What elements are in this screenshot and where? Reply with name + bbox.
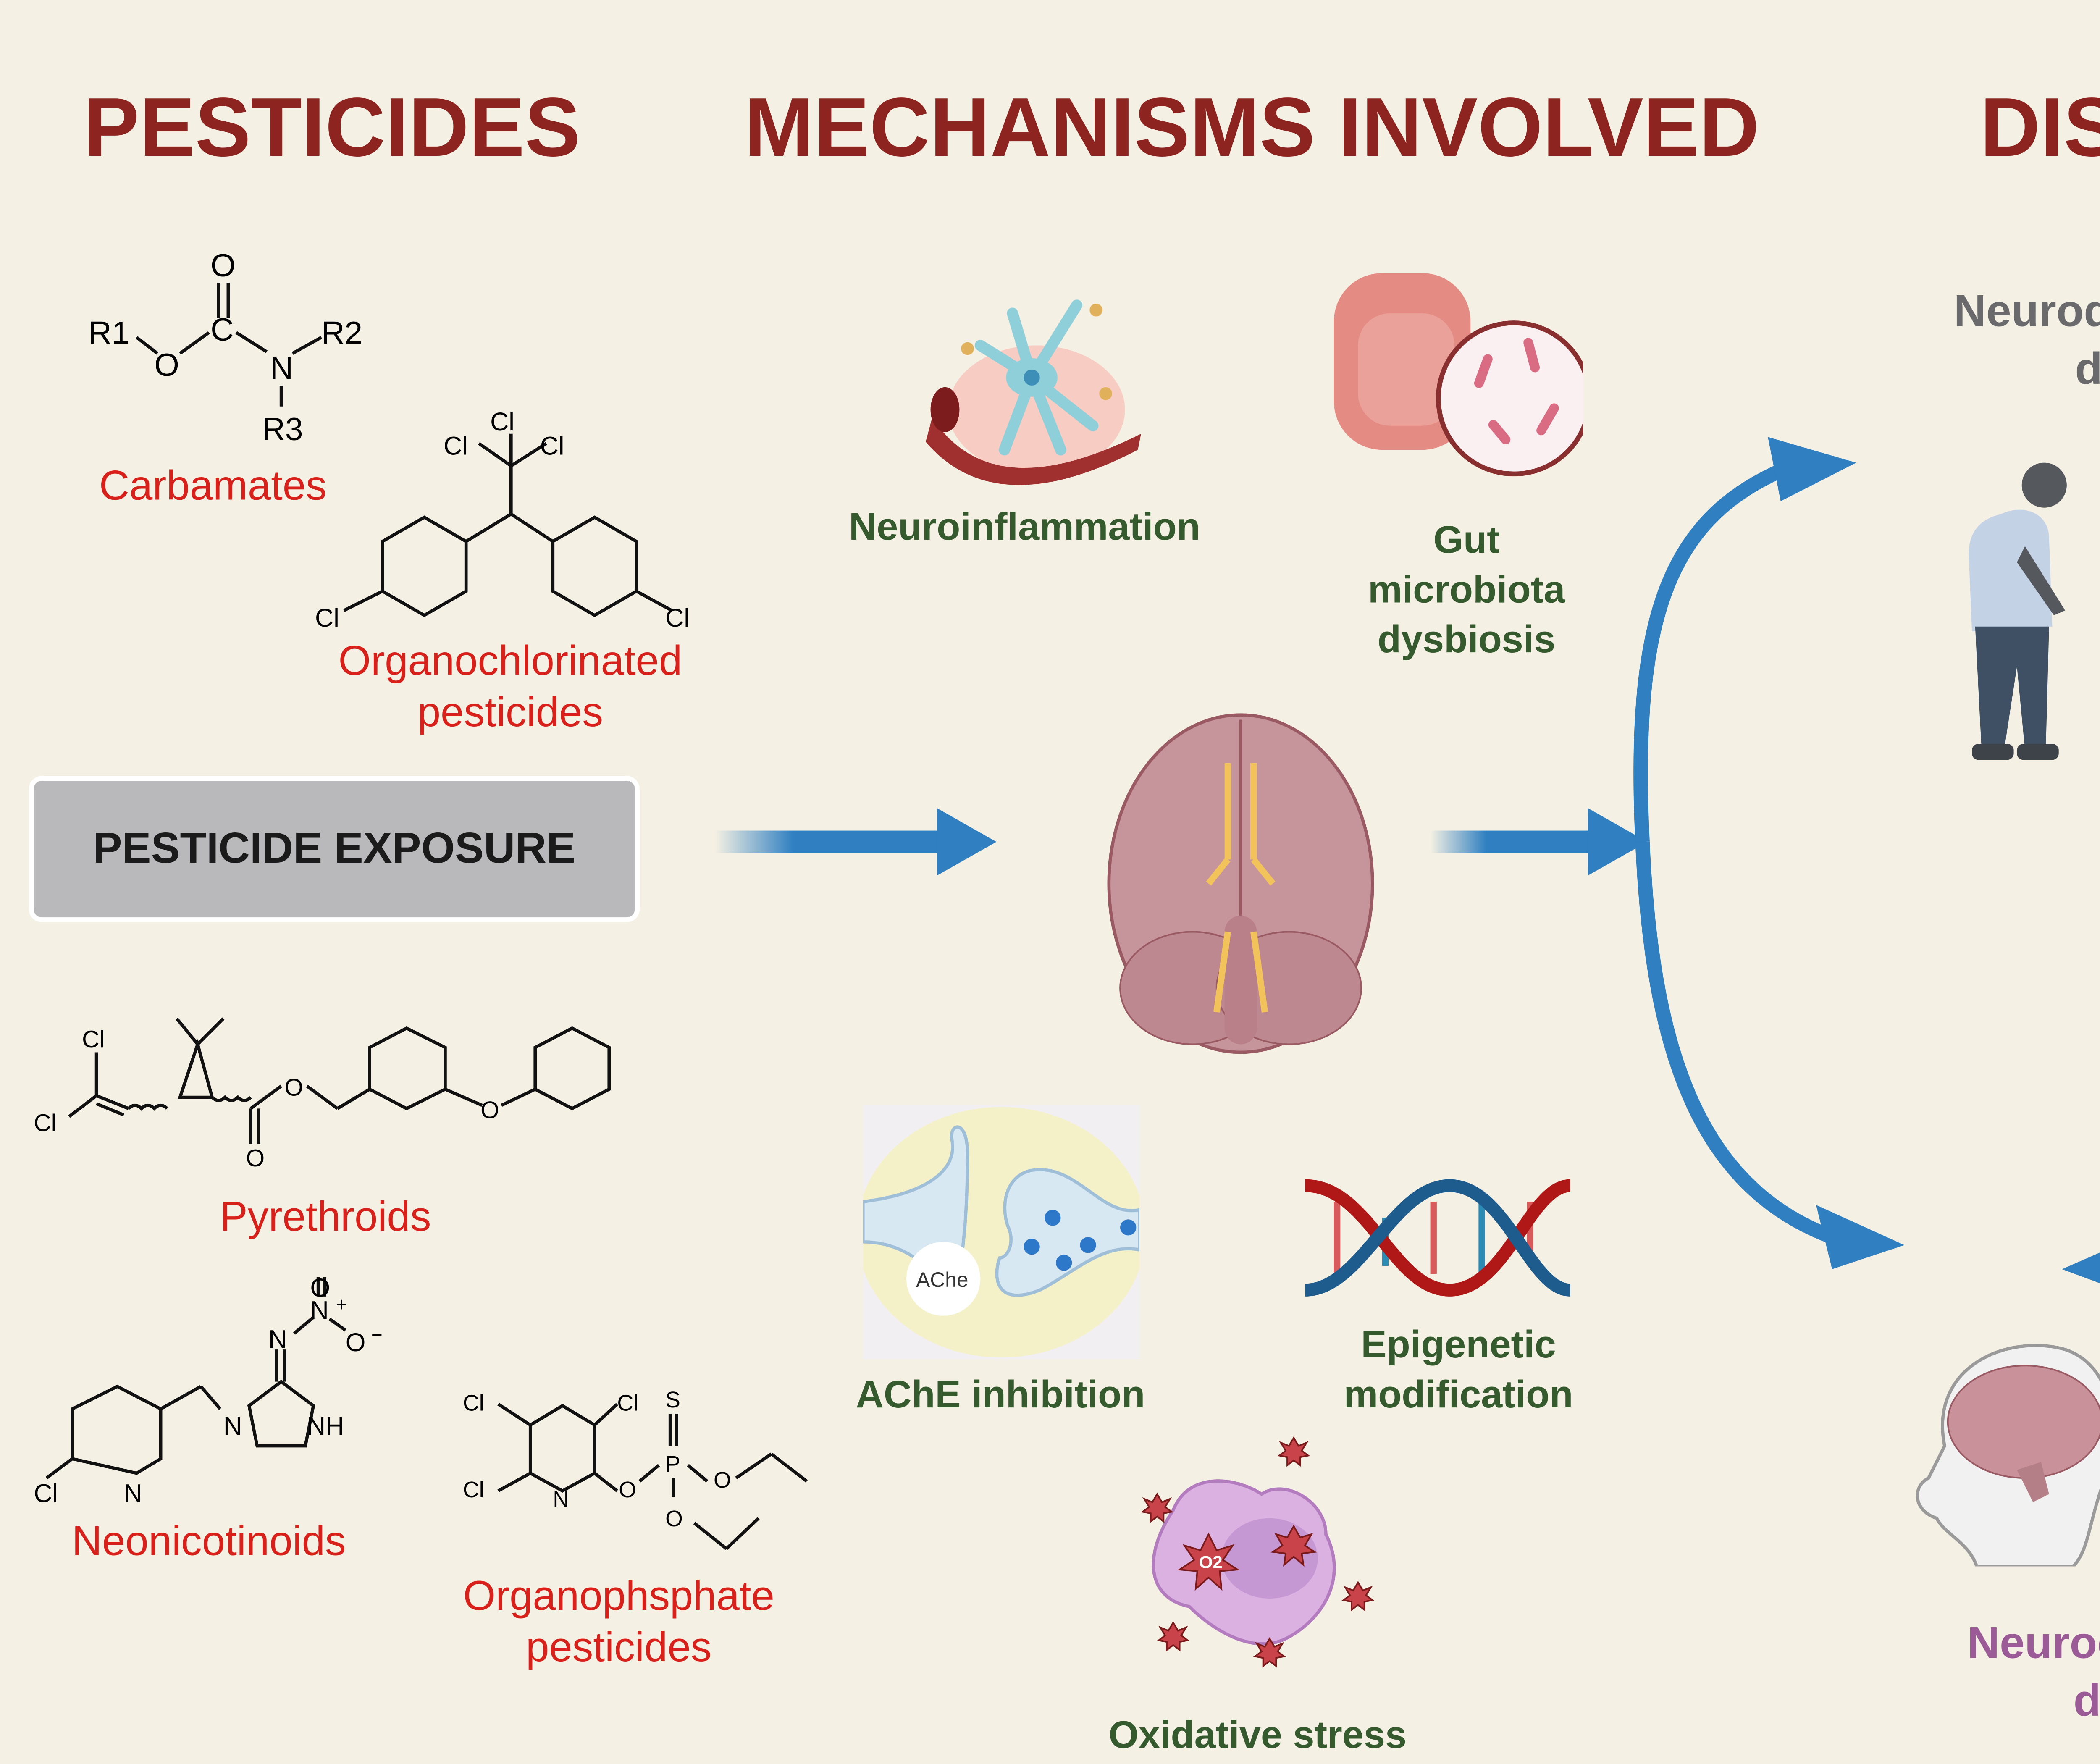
label-line: disease	[2075, 344, 2100, 394]
label-line: microbiota	[1368, 569, 1565, 612]
arrowhead-up	[1768, 437, 1856, 501]
atom-cl: Cl	[463, 1478, 484, 1502]
label-line: Gut	[1433, 519, 1500, 562]
oxidative-stress-icon: O2	[1141, 1436, 1375, 1668]
atom-n-nitro: N	[310, 1296, 329, 1324]
atom-cl: Cl	[490, 407, 514, 436]
label-gut-microbiota: Gut microbiota dysbiosis	[1334, 516, 1599, 665]
arrow-brain-to-disease	[1430, 808, 1648, 876]
label-line: Neurodegenerative	[1953, 286, 2100, 336]
atom-o: O	[619, 1478, 636, 1502]
pyrethroid-structure: Cl Cl O O O	[34, 1017, 611, 1172]
label-organophosphate: Organophsphate pesticides	[434, 1570, 803, 1672]
charge-minus: −	[371, 1324, 383, 1346]
label-line: Organochlorinated	[338, 636, 682, 685]
label-line: disabilities	[2073, 1675, 2100, 1726]
atom-nh: NH	[307, 1412, 344, 1440]
neonicotinoid-structure: Cl N N NH N N O O + −	[34, 1277, 383, 1507]
atom-o: O	[310, 1277, 331, 1302]
elderly-person-icon	[1969, 462, 2067, 760]
label-line: pesticides	[525, 1622, 712, 1671]
atom-cl: Cl	[665, 604, 690, 632]
atom-p: P	[665, 1452, 680, 1477]
atom-n: N	[270, 351, 293, 386]
atom-r2: R2	[321, 315, 362, 351]
arrowhead-down	[1816, 1205, 1905, 1269]
atom-cl: Cl	[315, 604, 339, 632]
atom-cl: Cl	[34, 1479, 58, 1507]
label-line: modification	[1344, 1373, 1573, 1417]
label-neonicotinoids: Neonicotinoids	[72, 1516, 346, 1565]
atom-cl: Cl	[34, 1110, 56, 1137]
ache-synapse-icon: AChe	[863, 1105, 1139, 1360]
label-neurodevelopmental: Neurodevelopmental disabilities	[1937, 1614, 2100, 1730]
arrow-exposure-to-brain	[715, 808, 997, 876]
arrow-branch-down	[1635, 841, 1835, 1244]
atom-cl: Cl	[540, 432, 564, 460]
atom-r3: R3	[262, 412, 303, 447]
organophosphate-structure: Cl Cl Cl N O P S O O	[463, 1388, 808, 1550]
arrow-to-infant	[2088, 1255, 2100, 1266]
atom-cl: Cl	[82, 1026, 105, 1053]
arrow-branch-up	[1633, 459, 1795, 843]
atom-o: O	[284, 1074, 303, 1101]
pregnant-uterus-icon	[2097, 940, 2100, 1165]
arrowhead-infant	[2062, 1252, 2100, 1284]
gut-microbiota-icon	[1334, 273, 1583, 477]
atom-o-carbonyl: O	[210, 248, 236, 284]
atom-r1: R1	[88, 315, 129, 351]
pesticide-exposure-box: PESTICIDE EXPOSURE	[29, 776, 640, 922]
atom-n: N	[268, 1325, 287, 1353]
atom-cl: Cl	[444, 432, 468, 460]
heading-pesticides: PESTICIDES	[83, 82, 581, 175]
atom-c: C	[210, 312, 234, 348]
label-line: Neurodevelopmental	[1967, 1617, 2100, 1668]
label-ache-inhibition: AChE inhibition	[856, 1373, 1145, 1417]
atom-o: O	[346, 1328, 366, 1357]
atom-o: O	[246, 1145, 265, 1172]
label-line: pesticides	[417, 688, 604, 736]
charge-plus: +	[336, 1293, 347, 1315]
infant-brain-icon	[1916, 1344, 2100, 1567]
neuroinflammation-icon	[926, 299, 1141, 485]
atom-n: N	[553, 1487, 569, 1512]
dna-epigenetic-icon	[1305, 1179, 1570, 1297]
organochlorine-structure: Cl Cl Cl Cl Cl	[315, 407, 690, 632]
label-carbamates: Carbamates	[99, 461, 327, 509]
label-pyrethroids: Pyrethroids	[220, 1192, 431, 1240]
carbamate-structure: R1 O C O N R2 R3	[88, 248, 362, 447]
ache-enzyme-label: AChe	[916, 1268, 968, 1292]
heading-mechanisms: MECHANISMS INVOLVED	[744, 82, 1760, 175]
atom-n: N	[223, 1412, 242, 1440]
label-line: Organophsphate	[463, 1571, 774, 1620]
label-line: Epigenetic	[1361, 1323, 1556, 1368]
ros-label: O2	[1199, 1552, 1223, 1572]
atom-n: N	[124, 1479, 142, 1507]
label-line: dysbiosis	[1377, 618, 1556, 662]
label-neuroinflammation: Neuroinflammation	[848, 506, 1200, 550]
atom-cl: Cl	[617, 1391, 638, 1415]
label-organochlorinated: Organochlorinated pesticides	[305, 635, 715, 738]
atom-o: O	[714, 1468, 731, 1493]
label-neurodegenerative: Neurodegenerative disease	[1921, 283, 2100, 398]
atom-o: O	[154, 347, 179, 383]
atom-cl: Cl	[463, 1391, 484, 1415]
atom-o: O	[480, 1097, 499, 1124]
label-oxidative-stress: Oxidative stress	[1108, 1714, 1407, 1758]
heading-disease: DISEASE	[1980, 82, 2100, 175]
atom-o: O	[665, 1507, 683, 1531]
brain-icon	[1107, 713, 1374, 1054]
label-epigenetic: Epigenetic modification	[1310, 1320, 1607, 1420]
atom-s: S	[665, 1388, 680, 1412]
